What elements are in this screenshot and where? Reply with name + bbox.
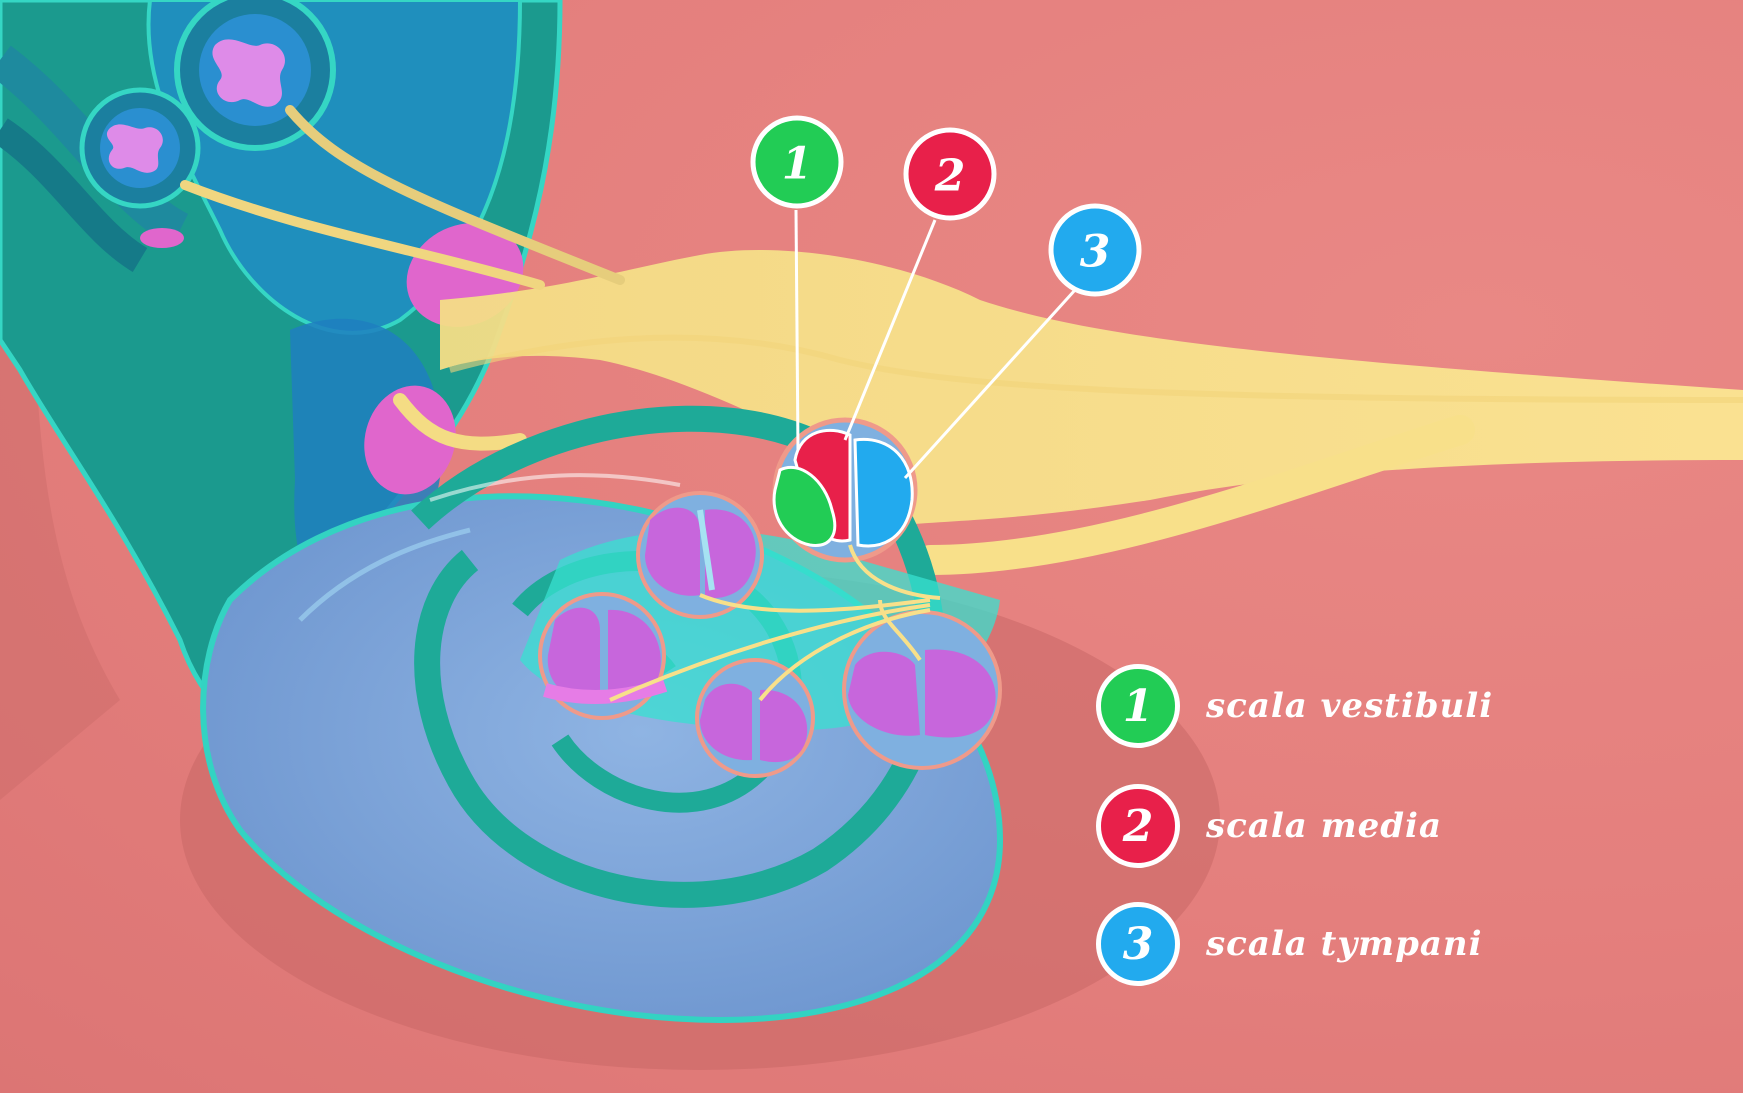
legend-item-scala-vestibuli: 1 scala vestibuli (1096, 660, 1616, 752)
callout-badge-3: 3 (1048, 203, 1142, 297)
legend-badge-2: 2 (1096, 784, 1180, 868)
scala-vestibuli-region (772, 465, 837, 547)
callout-number-1: 1 (782, 139, 813, 190)
vestibule-structure (0, 0, 563, 728)
callout-number-2: 2 (934, 151, 966, 202)
cochlear-duct-sections (538, 417, 1002, 778)
callout-badge-2: 2 (903, 127, 997, 221)
vestibulocochlear-nerve (180, 105, 1743, 575)
legend-badge-1: 1 (1096, 664, 1180, 748)
labelled-duct-section (772, 417, 918, 563)
duct-section-upper-left (636, 491, 764, 619)
duct-section-bottom-right (842, 610, 1002, 770)
duct-section-bottom-middle (695, 658, 815, 778)
legend-item-scala-tympani: 3 scala tympani (1096, 898, 1616, 990)
duct-section-left (538, 592, 668, 720)
legend: 1 scala vestibuli 2 scala media 3 scala … (1096, 660, 1616, 1000)
callout-number-3: 3 (1080, 227, 1111, 278)
legend-label-2: scala media (1206, 806, 1442, 846)
callout-badge-1: 1 (750, 115, 844, 209)
legend-item-scala-media: 2 scala media (1096, 780, 1616, 872)
legend-label-3: scala tympani (1206, 924, 1483, 964)
legend-label-1: scala vestibuli (1206, 686, 1494, 726)
legend-badge-3: 3 (1096, 902, 1180, 986)
callout-leader-lines (794, 209, 1077, 480)
scala-tympani-region (853, 437, 914, 548)
